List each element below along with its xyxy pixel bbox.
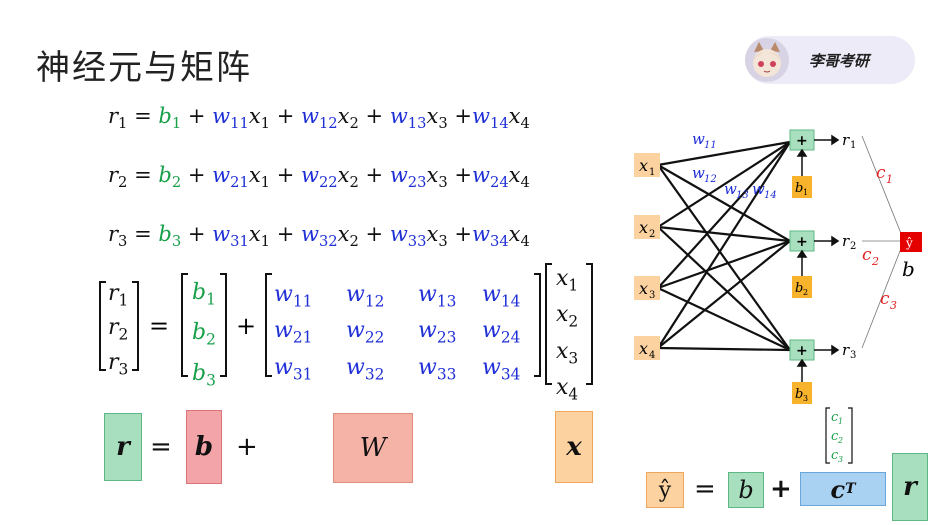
author-name: 李哥考研 bbox=[809, 51, 870, 70]
b-block: b bbox=[186, 410, 222, 484]
author-badge: 李哥考研 bbox=[745, 36, 915, 84]
svg-text:w: w bbox=[724, 180, 737, 198]
svg-text:b: b bbox=[795, 181, 803, 196]
x-vector: x1 x2 x3 x4 bbox=[556, 266, 579, 404]
svg-text:3: 3 bbox=[838, 455, 843, 464]
svg-text:3: 3 bbox=[649, 290, 655, 301]
svg-text:b: b bbox=[795, 281, 803, 296]
svg-text:+: + bbox=[796, 133, 808, 149]
block-equals: = bbox=[150, 432, 172, 462]
svg-text:2: 2 bbox=[649, 229, 655, 240]
svg-text:2: 2 bbox=[837, 436, 843, 445]
svg-text:b: b bbox=[795, 387, 803, 402]
w-block: W bbox=[333, 413, 413, 483]
svg-text:13: 13 bbox=[736, 190, 749, 201]
svg-text:c: c bbox=[831, 410, 839, 425]
svg-text:2: 2 bbox=[803, 288, 808, 297]
svg-text:r: r bbox=[842, 131, 850, 149]
svg-text:1: 1 bbox=[838, 417, 843, 426]
svg-text:2: 2 bbox=[871, 255, 879, 268]
page-title: 神经元与矩阵 bbox=[36, 48, 252, 88]
svg-text:3: 3 bbox=[803, 394, 808, 403]
svg-text:c: c bbox=[831, 429, 839, 444]
svg-text:4: 4 bbox=[649, 350, 655, 361]
svg-text:c: c bbox=[880, 289, 890, 309]
bottom-r-block: r bbox=[892, 453, 928, 521]
svg-text:3: 3 bbox=[890, 299, 897, 312]
svg-text:3: 3 bbox=[850, 350, 856, 361]
svg-text:1: 1 bbox=[803, 188, 808, 197]
svg-text:+: + bbox=[796, 234, 808, 250]
svg-text:w: w bbox=[752, 180, 765, 198]
svg-text:12: 12 bbox=[704, 174, 717, 185]
equation-r3: r3 = b3 + w31x1 + w32x2 + w33x3 +w34x4 bbox=[108, 222, 530, 251]
svg-text:x: x bbox=[639, 279, 648, 298]
svg-text:x: x bbox=[639, 156, 648, 175]
r-block: r bbox=[104, 413, 142, 481]
bottom-plus: + bbox=[770, 474, 792, 504]
equation-r2: r2 = b2 + w21x1 + w22x2 + w23x3 +w24x4 bbox=[108, 163, 530, 192]
svg-text:x: x bbox=[639, 218, 648, 237]
svg-text:w: w bbox=[692, 130, 705, 148]
svg-text:c: c bbox=[862, 245, 872, 265]
output-node bbox=[900, 232, 922, 252]
svg-text:b: b bbox=[902, 257, 915, 281]
svg-text:w: w bbox=[692, 164, 705, 182]
svg-text:14: 14 bbox=[764, 190, 777, 201]
block-plus: + bbox=[236, 432, 258, 462]
svg-text:1: 1 bbox=[886, 173, 893, 186]
b-vector: b1 b2 b3 bbox=[192, 280, 216, 390]
yhat-block: ŷ bbox=[646, 472, 684, 508]
x-block: x bbox=[555, 411, 593, 483]
bottom-b-block: b bbox=[728, 472, 764, 508]
matrix-plus: + bbox=[236, 312, 256, 340]
bottom-equals: = bbox=[694, 474, 716, 504]
svg-text:ŷ: ŷ bbox=[905, 236, 913, 250]
r-vector: r1 r2 r3 bbox=[108, 281, 129, 379]
matrix-equals: = bbox=[149, 312, 169, 340]
svg-text:2: 2 bbox=[850, 241, 856, 252]
svg-text:c: c bbox=[831, 448, 839, 463]
cat-avatar-icon bbox=[745, 38, 789, 82]
svg-text:1: 1 bbox=[649, 167, 655, 178]
equation-r1: r1 = b1 + w11x1 + w12x2 + w13x3 +w14x4 bbox=[108, 104, 530, 133]
svg-text:+: + bbox=[796, 343, 808, 359]
svg-text:11: 11 bbox=[704, 140, 717, 151]
svg-text:x: x bbox=[639, 339, 648, 358]
svg-text:c: c bbox=[876, 163, 886, 183]
svg-text:1: 1 bbox=[850, 140, 856, 151]
svg-text:r: r bbox=[842, 232, 850, 250]
matrix-equation: = + bbox=[99, 263, 593, 385]
svg-text:r: r bbox=[842, 341, 850, 359]
